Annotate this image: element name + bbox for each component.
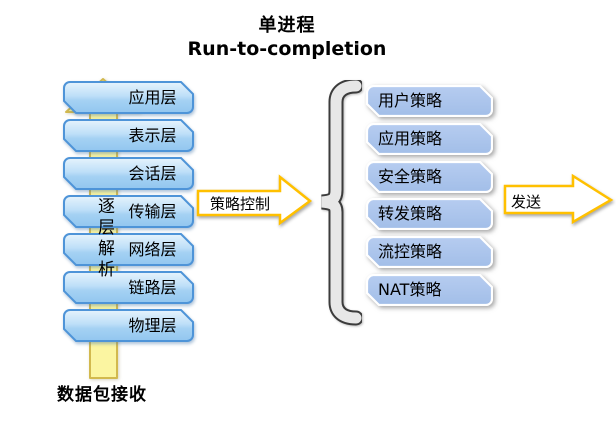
diagram-title: 单进程 Run-to-completion [127,15,447,61]
osi-layer-label: 网络层 [128,240,177,259]
policy-control-arrow [196,174,313,226]
policy-box-user: 用户策略 [365,85,493,117]
up-arrow-label: 逐层解析 [94,197,114,281]
osi-layer-label: 链路层 [128,278,177,297]
osi-layer-label: 物理层 [128,316,177,335]
send-arrow [503,173,614,225]
title-line-chinese: 单进程 [258,15,316,36]
title-line-english: Run-to-completion [187,37,387,60]
osi-layer-box-transport: 传输层 [63,195,194,228]
osi-layer-box-presentation: 表示层 [63,119,194,152]
policy-box-label: 应用策略 [378,129,443,148]
policy-box-nat: NAT策略 [365,274,493,306]
osi-layer-label: 表示层 [128,126,177,145]
osi-layer-label: 传输层 [128,202,177,221]
policy-box-label: 转发策略 [378,204,443,223]
policy-box-label: 流控策略 [378,242,443,261]
policy-control-arrow-label: 策略控制 [209,195,270,213]
osi-layer-label: 应用层 [128,88,177,107]
osi-layer-box-network: 网络层 [63,233,194,266]
osi-layer-box-application: 应用层 [63,81,194,114]
policy-box-application: 应用策略 [365,123,493,155]
packet-receive-label: 数据包接收 [57,385,147,405]
policy-box-security: 安全策略 [365,161,493,193]
osi-layer-box-link: 链路层 [63,271,194,304]
policy-box-label: 用户策略 [378,91,443,110]
policy-box-flow-control: 流控策略 [365,236,493,268]
osi-layer-box-session: 会话层 [63,157,194,190]
policy-box-forwarding: 转发策略 [365,198,493,230]
policy-box-label: 安全策略 [378,167,443,186]
osi-layer-box-physical: 物理层 [63,309,194,342]
grouping-brace [321,80,362,326]
send-arrow-label: 发送 [511,193,542,211]
osi-layer-label: 会话层 [128,164,177,183]
policy-box-label: NAT策略 [378,280,442,299]
